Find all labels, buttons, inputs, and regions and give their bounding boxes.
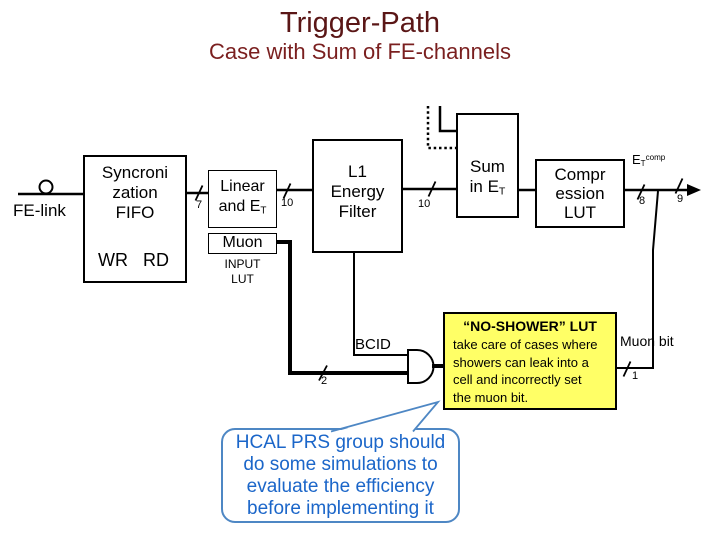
- compression-label-line2: ession: [555, 184, 605, 203]
- sum-feedback-loop-dotted: [426, 106, 456, 150]
- fifo-label-line3: FIFO: [115, 203, 155, 222]
- bus-width-10b-label: 10: [418, 198, 431, 210]
- et-comp-label: ETcomp: [632, 152, 666, 168]
- no-shower-note-line3: cell and incorrectly set: [453, 372, 582, 387]
- compression-label-line3: LUT: [563, 203, 597, 222]
- fe-link-label: FE-link: [13, 201, 66, 220]
- l1-label-line2: Energy: [330, 182, 385, 201]
- input-lut-label: INPUT LUT: [208, 257, 277, 287]
- fe-link-connector-circle: [38, 179, 54, 195]
- slide-title: Trigger-Path: [279, 7, 441, 39]
- l1-label-line1: L1: [348, 162, 367, 181]
- bus-width-1-label: 1: [632, 370, 639, 382]
- bus-slash-10b-icon: [427, 181, 437, 197]
- compression-label-line1: Compr: [554, 165, 606, 184]
- bus-slash-9-icon: [674, 178, 684, 194]
- l1-label-line3: Filter: [338, 202, 377, 221]
- fifo-label-line1: Syncroni: [101, 163, 169, 182]
- no-shower-note-line1: take care of cases where: [453, 337, 598, 352]
- bus-slash-7-icon: [194, 185, 204, 201]
- muon-bit-label: Muon bit: [620, 333, 674, 349]
- fifo-label-line2: zation: [112, 183, 158, 202]
- muon-bit-wire: [617, 190, 659, 369]
- output-arrowhead-icon: [687, 184, 701, 196]
- linear-label-line1: Linear: [220, 177, 265, 195]
- hcal-callout-line1: HCAL PRS group should: [235, 431, 446, 453]
- bus-slash-8-icon: [636, 184, 646, 200]
- input-lut-line2: LUT: [231, 272, 254, 286]
- no-shower-note-line4: the muon bit.: [453, 389, 529, 405]
- bus-slash-2-icon: [318, 365, 328, 381]
- sum-label-line2: in ET: [469, 177, 506, 198]
- bcid-label: BCID: [355, 336, 391, 353]
- no-shower-note-line2: showers can leak into a: [453, 354, 589, 370]
- bus-width-7-label: 7: [196, 199, 203, 211]
- bus-width-10a-label: 10: [281, 197, 294, 209]
- sum-label-line1: Sum: [470, 157, 505, 176]
- linear-label-line2: and ET: [218, 197, 267, 217]
- sum-in-et-box: Sum in ET: [456, 113, 519, 218]
- bus-width-2-label: 2: [321, 375, 328, 387]
- hcal-callout: HCAL PRS group should do some simulation…: [221, 428, 460, 523]
- hcal-callout-line2: do some simulations to: [243, 453, 438, 475]
- bus-slash-1-icon: [622, 361, 632, 377]
- fifo-rd-label: RD: [143, 250, 169, 270]
- linear-et-box: Linear and ET: [208, 170, 277, 228]
- bus-slash-10a-icon: [282, 183, 292, 199]
- slide-subtitle: Case with Sum of FE-channels: [208, 39, 512, 64]
- hcal-callout-line4: before implementing it: [247, 497, 434, 519]
- bus-width-9-label: 9: [677, 193, 684, 205]
- sync-fifo-box: Syncroni zation FIFO WR RD: [83, 155, 187, 283]
- l1-energy-filter-box: L1 Energy Filter: [312, 139, 403, 253]
- sum-feedback-loop-solid: [438, 106, 456, 133]
- muon-box: Muon: [208, 233, 277, 254]
- input-lut-line1: INPUT: [224, 257, 261, 271]
- hcal-callout-line3: evaluate the efficiency: [246, 475, 435, 497]
- fifo-wr-label: WR: [98, 250, 128, 270]
- compression-lut-box: Compr ession LUT: [535, 159, 625, 228]
- and-gate-shape: [407, 349, 435, 384]
- muon-wire: [277, 240, 408, 375]
- bus-width-8-label: 8: [639, 195, 646, 207]
- no-shower-note: “NO-SHOWER” LUT take care of cases where…: [443, 312, 617, 410]
- no-shower-note-title: “NO-SHOWER” LUT: [463, 318, 597, 334]
- bcid-wire: [353, 253, 408, 356]
